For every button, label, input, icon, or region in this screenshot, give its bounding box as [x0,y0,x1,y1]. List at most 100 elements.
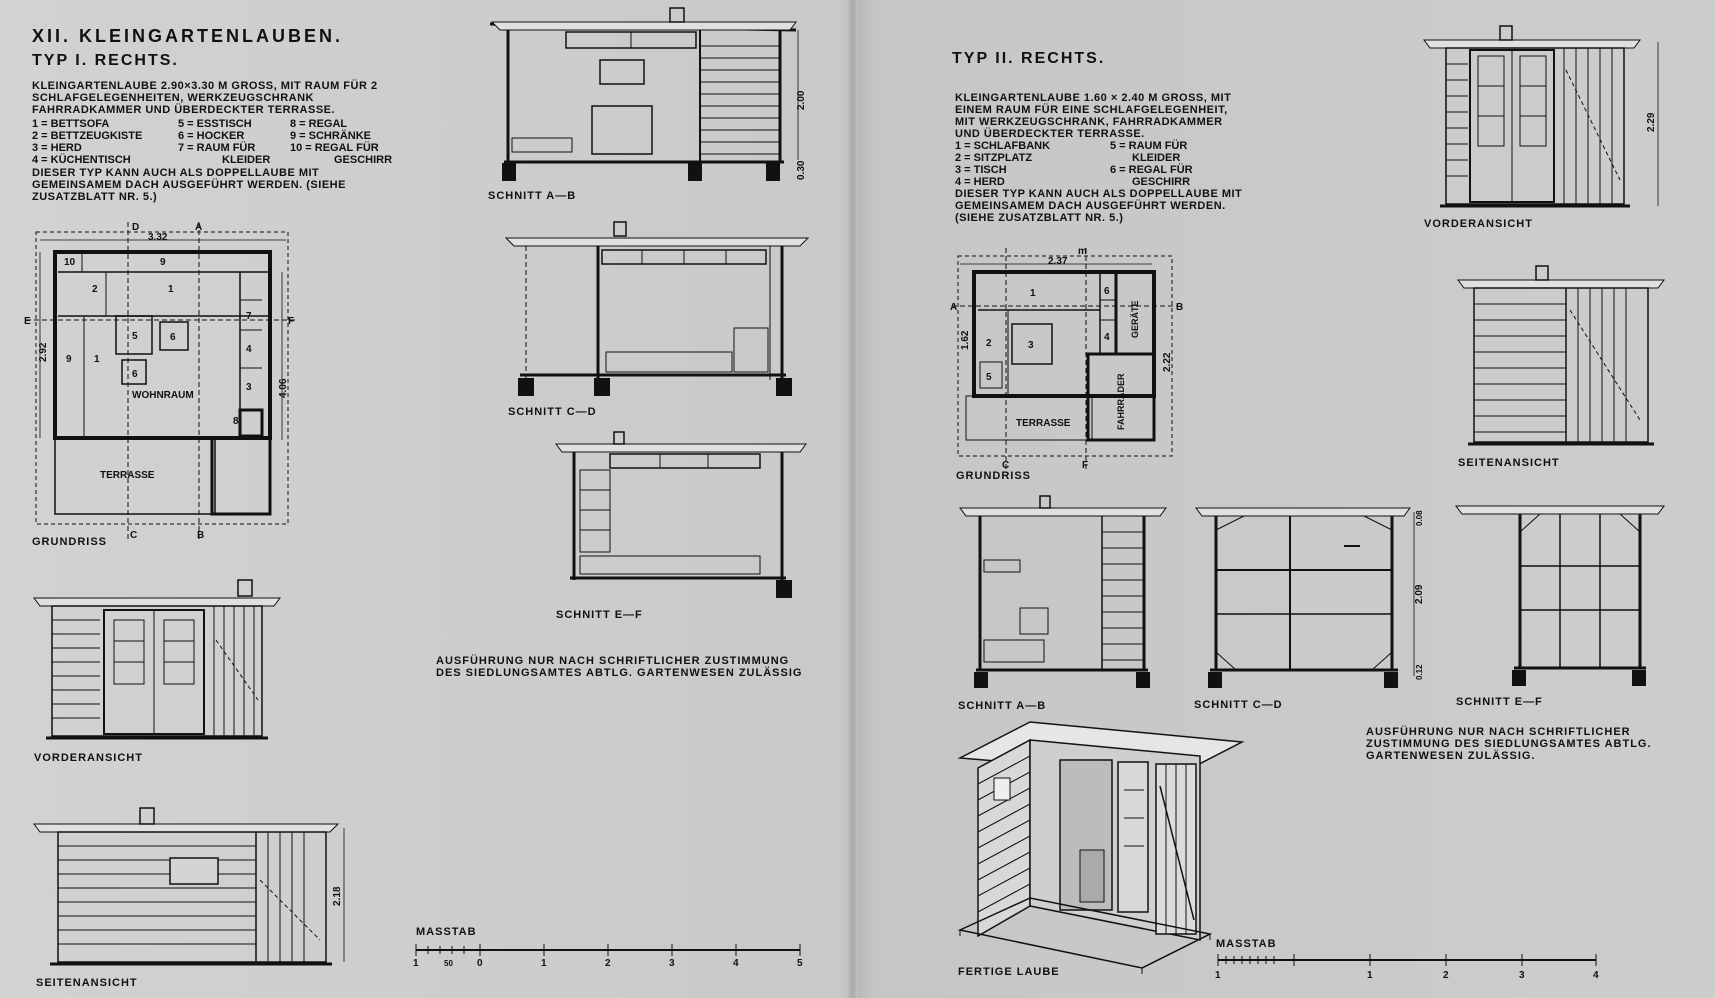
legend-item: 2 = BETTZEUGKISTE [32,130,143,142]
scale-label-right: MASSTAB [1216,938,1277,950]
legend-right-col2: 5 = RAUM FÜR KLEIDER 6 = REGAL FÜR GESCH… [1110,140,1193,188]
label-schnitt-ef-left: SCHNITT E—F [556,609,643,621]
plan-letter: C [130,530,137,541]
label-schnitt-ef-right: SCHNITT E—F [1456,696,1543,708]
label-schnitt-cd-right: SCHNITT C—D [1194,699,1283,711]
dim-section-top: 0.08 [1415,510,1424,526]
legend-left-col1: 1 = BETTSOFA 2 = BETTZEUGKISTE 3 = HERD … [32,118,142,166]
scale-tick: 4 [1593,970,1599,981]
side-right-door-slats [1565,288,1641,442]
section-ab-left: 2.00 0.30 [489,7,807,181]
scale-tick: 3 [669,958,675,969]
plan-number: 3 [1028,340,1034,351]
section-ef-right [1455,505,1665,686]
plan-number: 6 [132,369,138,380]
plan-letter: A [195,222,202,233]
dim-depth: 2.92 [38,342,49,362]
scale-tick: 2 [1443,970,1449,981]
front-elevation-left [33,579,281,740]
legend-item: 10 = REGAL FÜR [290,142,379,154]
plan-number: 10 [64,257,76,268]
scale-tick: 3 [1519,970,1525,981]
side-planks [58,845,256,945]
label-seitenansicht-right: SEITENANSICHT [1458,457,1560,469]
legend-item: GESCHIRR [1132,176,1191,188]
description-left: KLEINGARTENLAUBE 2.90×3.30 M GROSS, MIT … [32,80,378,116]
section-cd-right: 0.08 2.09 0.12 [1195,507,1425,688]
plan-letter: E [24,316,31,327]
section-cd-left [504,221,810,396]
plan-number: 1 [1030,288,1036,299]
label-schnitt-ab-right: SCHNITT A—B [958,700,1047,712]
plan-letter: F [1082,460,1088,471]
legend-item: 7 = RAUM FÜR [178,142,256,154]
dim-side: 2.22 [1162,352,1173,372]
side-elevation-left: 2.18 [33,807,345,966]
section-ab-right [959,495,1167,688]
label-vorderansicht-right: VORDERANSICHT [1424,218,1533,230]
legend-item: 6 = REGAL FÜR [1110,164,1193,176]
legend-left-col2: 5 = ESSTISCH 6 = HOCKER 7 = RAUM FÜR KLE… [178,118,270,166]
legend-item: 6 = HOCKER [178,130,245,142]
plan-number: 6 [1104,286,1110,297]
note-left: DIESER TYP KANN AUCH ALS DOPPELLAUBE MIT… [32,167,346,203]
front-right-slats [213,606,259,736]
front-right-door-slats [1563,48,1621,204]
label-schnitt-cd-left: SCHNITT C—D [508,406,597,418]
plan-number: 8 [233,416,239,427]
legend-item: 4 = HERD [955,176,1005,188]
room-label-wohnraum: WOHNRAUM [132,390,194,401]
label-schnitt-ab-left: SCHNITT A—B [488,190,577,202]
side-right-planks [1474,303,1566,433]
dim-front-height: 2.29 [1646,112,1657,132]
legend-item: KLEIDER [1132,152,1181,164]
scale-tick: 5 [797,958,803,969]
scale-tick: 0 [477,958,483,969]
dim-depth: 1.62 [960,330,971,350]
approval-note-right: AUSFÜHRUNG NUR NACH SCHRIFTLICHER ZUSTIM… [1366,726,1652,762]
legend-item: 5 = ESSTISCH [178,118,252,130]
plan-number: 1 [94,354,100,365]
label-fertige-laube: FERTIGE LAUBE [958,966,1060,978]
section-ef-left [555,431,807,598]
type-title-left: TYP I. RECHTS. [32,52,179,69]
scale-tick: 50 [444,959,453,968]
scale-tick: 1 [1215,970,1221,981]
scale-tick: 4 [733,958,739,969]
legend-item: GESCHIRR [334,154,393,166]
floor-plan-right: 2.37 1.62 2.22 1 6 2 3 4 5 A B C F m TER… [950,246,1183,471]
label-vorderansicht-left: VORDERANSICHT [34,752,143,764]
front-elevation-right: 2.29 [1423,25,1659,208]
dim-section-base: 0.30 [796,160,807,180]
plan-number: 4 [246,344,252,355]
note-right: DIESER TYP KANN AUCH ALS DOPPELLAUBE MIT… [955,188,1243,224]
plan-number: 4 [1104,332,1110,343]
plan-number: 5 [132,331,138,342]
room-label-geraete: GERÄTE [1130,300,1140,338]
description-right: KLEINGARTENLAUBE 1.60 × 2.40 M GROSS, MI… [955,92,1232,140]
plan-letter: D [132,222,139,233]
section-ab-planks [700,45,780,155]
legend-right-col1: 1 = SCHLAFBANK 2 = SITZPLATZ 3 = TISCH 4… [955,140,1050,188]
legend-item: 9 = SCHRÄNKE [290,130,371,142]
floor-plan-left: 3.32 2.92 4.06 10 9 2 1 5 6 7 4 9 1 6 3 … [24,222,296,541]
legend-item: 5 = RAUM FÜR [1110,140,1188,152]
dim-section-height: 2.09 [1414,584,1425,604]
dim-section-height: 2.00 [796,90,807,110]
label-grundriss-right: GRUNDRISS [956,470,1032,482]
plan-letter: C [1002,460,1009,471]
scale-bar-left: 1 50 0 1 2 3 4 5 [413,944,803,969]
legend-item: 3 = TISCH [955,164,1007,176]
label-seitenansicht-left: SEITENANSICHT [36,977,138,989]
legend-item: 1 = BETTSOFA [32,118,110,130]
page-header: XII. KLEINGARTENLAUBEN. [32,26,344,46]
page-fold [848,0,858,998]
section-ab-right-planks [1102,531,1144,661]
room-label-fahrraeder: FAHRRÄDER [1116,373,1126,430]
room-label-terrasse: TERRASSE [1016,418,1071,429]
legend-left-col3: 8 = REGAL 9 = SCHRÄNKE 10 = REGAL FÜR GE… [290,118,392,166]
scale-tick: 1 [413,958,419,969]
plan-letter: B [1176,302,1183,313]
front-right-planks [1446,63,1468,177]
